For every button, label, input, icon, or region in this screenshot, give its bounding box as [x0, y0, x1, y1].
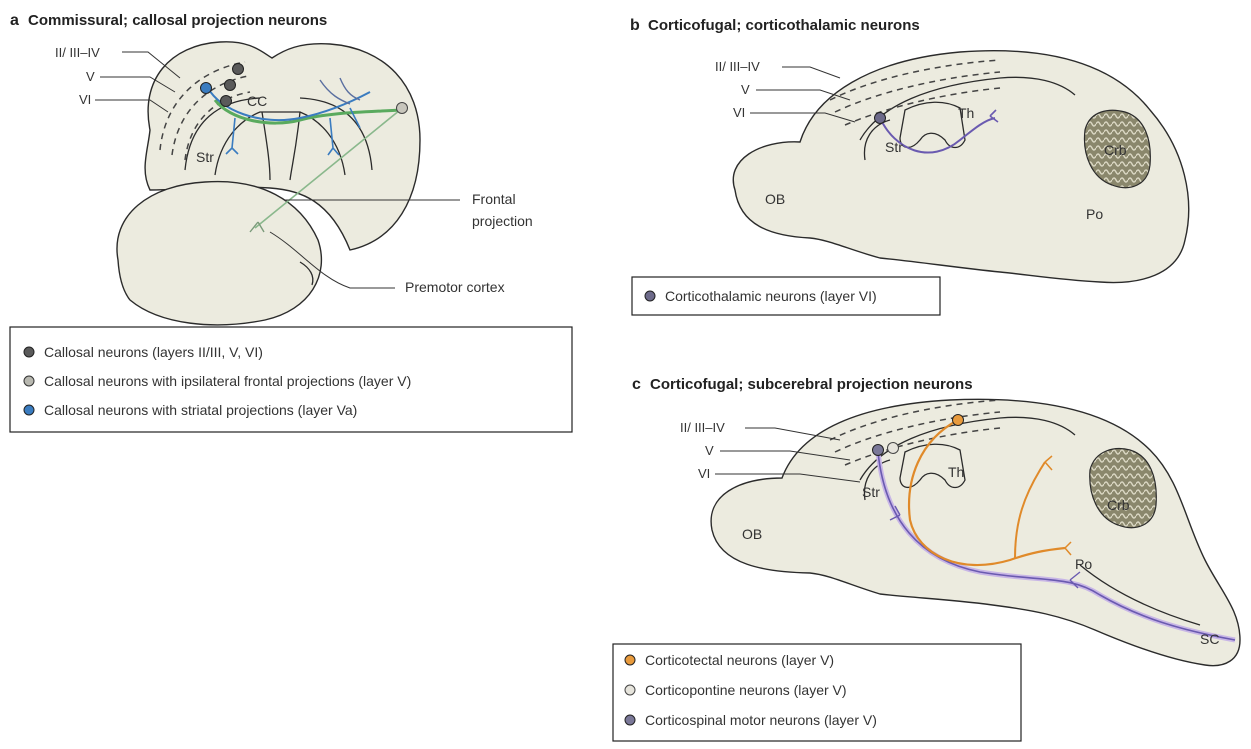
legend-a-swatch-0 [24, 347, 34, 357]
legend-a-swatch-1 [24, 376, 34, 386]
callosal-frontal-neuron [397, 103, 408, 114]
legend-b-swatch-0 [645, 291, 655, 301]
panel-b: b Corticofugal; corticothalamic neurons … [630, 17, 1189, 315]
legend-c-item-2: Corticospinal motor neurons (layer V) [645, 712, 877, 728]
region-label-cc: CC [247, 93, 267, 109]
region-label-b-ob: OB [765, 191, 785, 207]
panel-c-title: Corticofugal; subcerebral projection neu… [650, 376, 973, 393]
layer-label-b-v: V [741, 82, 750, 97]
frontal-lobe [117, 182, 321, 325]
legend-a-item-2: Callosal neurons with striatal projectio… [44, 402, 357, 418]
panel-b-letter: b [630, 17, 640, 34]
layer-label-c-ii-iii-iv: II/ III–IV [680, 420, 725, 435]
region-label-c-po: Po [1075, 556, 1092, 572]
callosal-neuron [221, 96, 232, 107]
callosal-striatal-neuron [201, 83, 212, 94]
panel-c-letter: c [632, 376, 641, 393]
region-label-c-th: Th [948, 464, 964, 480]
corticothalamic-neuron [875, 113, 886, 124]
layer-label-v: V [86, 69, 95, 84]
legend-c-swatch-2 [625, 715, 635, 725]
panel-b-title: Corticofugal; corticothalamic neurons [648, 17, 920, 34]
panel-c: c Corticofugal; subcerebral projection n… [613, 376, 1240, 741]
layer-label-b-ii-iii-iv: II/ III–IV [715, 59, 760, 74]
callout-frontal: Frontal [472, 191, 516, 207]
layer-label-ii-iii-iv: II/ III–IV [55, 45, 100, 60]
corticotectal-neuron [953, 415, 964, 426]
panel-a: a Commissural; callosal projection neuro… [10, 12, 572, 432]
layer-label-vi: VI [79, 92, 91, 107]
layer-label-c-vi: VI [698, 466, 710, 481]
region-label-b-crb: Crb [1104, 142, 1127, 158]
legend-c-item-1: Corticopontine neurons (layer V) [645, 682, 847, 698]
sagittal-brain-c [711, 399, 1240, 665]
corticospinal-neuron [873, 445, 884, 456]
legend-c-item-0: Corticotectal neurons (layer V) [645, 652, 834, 668]
region-label-c-str: Str [862, 484, 880, 500]
layer-label-c-v: V [705, 443, 714, 458]
panel-a-title: Commissural; callosal projection neurons [28, 12, 327, 29]
region-label-b-str: Str [885, 139, 903, 155]
region-label-c-crb: Crb [1107, 497, 1130, 513]
callout-premotor: Premotor cortex [405, 279, 505, 295]
region-label-b-th: Th [958, 105, 974, 121]
region-label-c-ob: OB [742, 526, 762, 542]
legend-c-swatch-1 [625, 685, 635, 695]
callout-projection: projection [472, 213, 533, 229]
corticopontine-neuron [888, 443, 899, 454]
legend-a-item-1: Callosal neurons with ipsilateral fronta… [44, 373, 411, 389]
legend-c-swatch-0 [625, 655, 635, 665]
region-label-str: Str [196, 149, 214, 165]
legend-a-swatch-2 [24, 405, 34, 415]
callosal-neuron [233, 64, 244, 75]
panel-a-letter: a [10, 12, 19, 29]
region-label-c-sc: SC [1200, 631, 1219, 647]
legend-a-item-0: Callosal neurons (layers II/III, V, VI) [44, 344, 263, 360]
layer-label-b-vi: VI [733, 105, 745, 120]
legend-b-item-0: Corticothalamic neurons (layer VI) [665, 288, 877, 304]
region-label-b-po: Po [1086, 206, 1103, 222]
callosal-neuron [225, 80, 236, 91]
